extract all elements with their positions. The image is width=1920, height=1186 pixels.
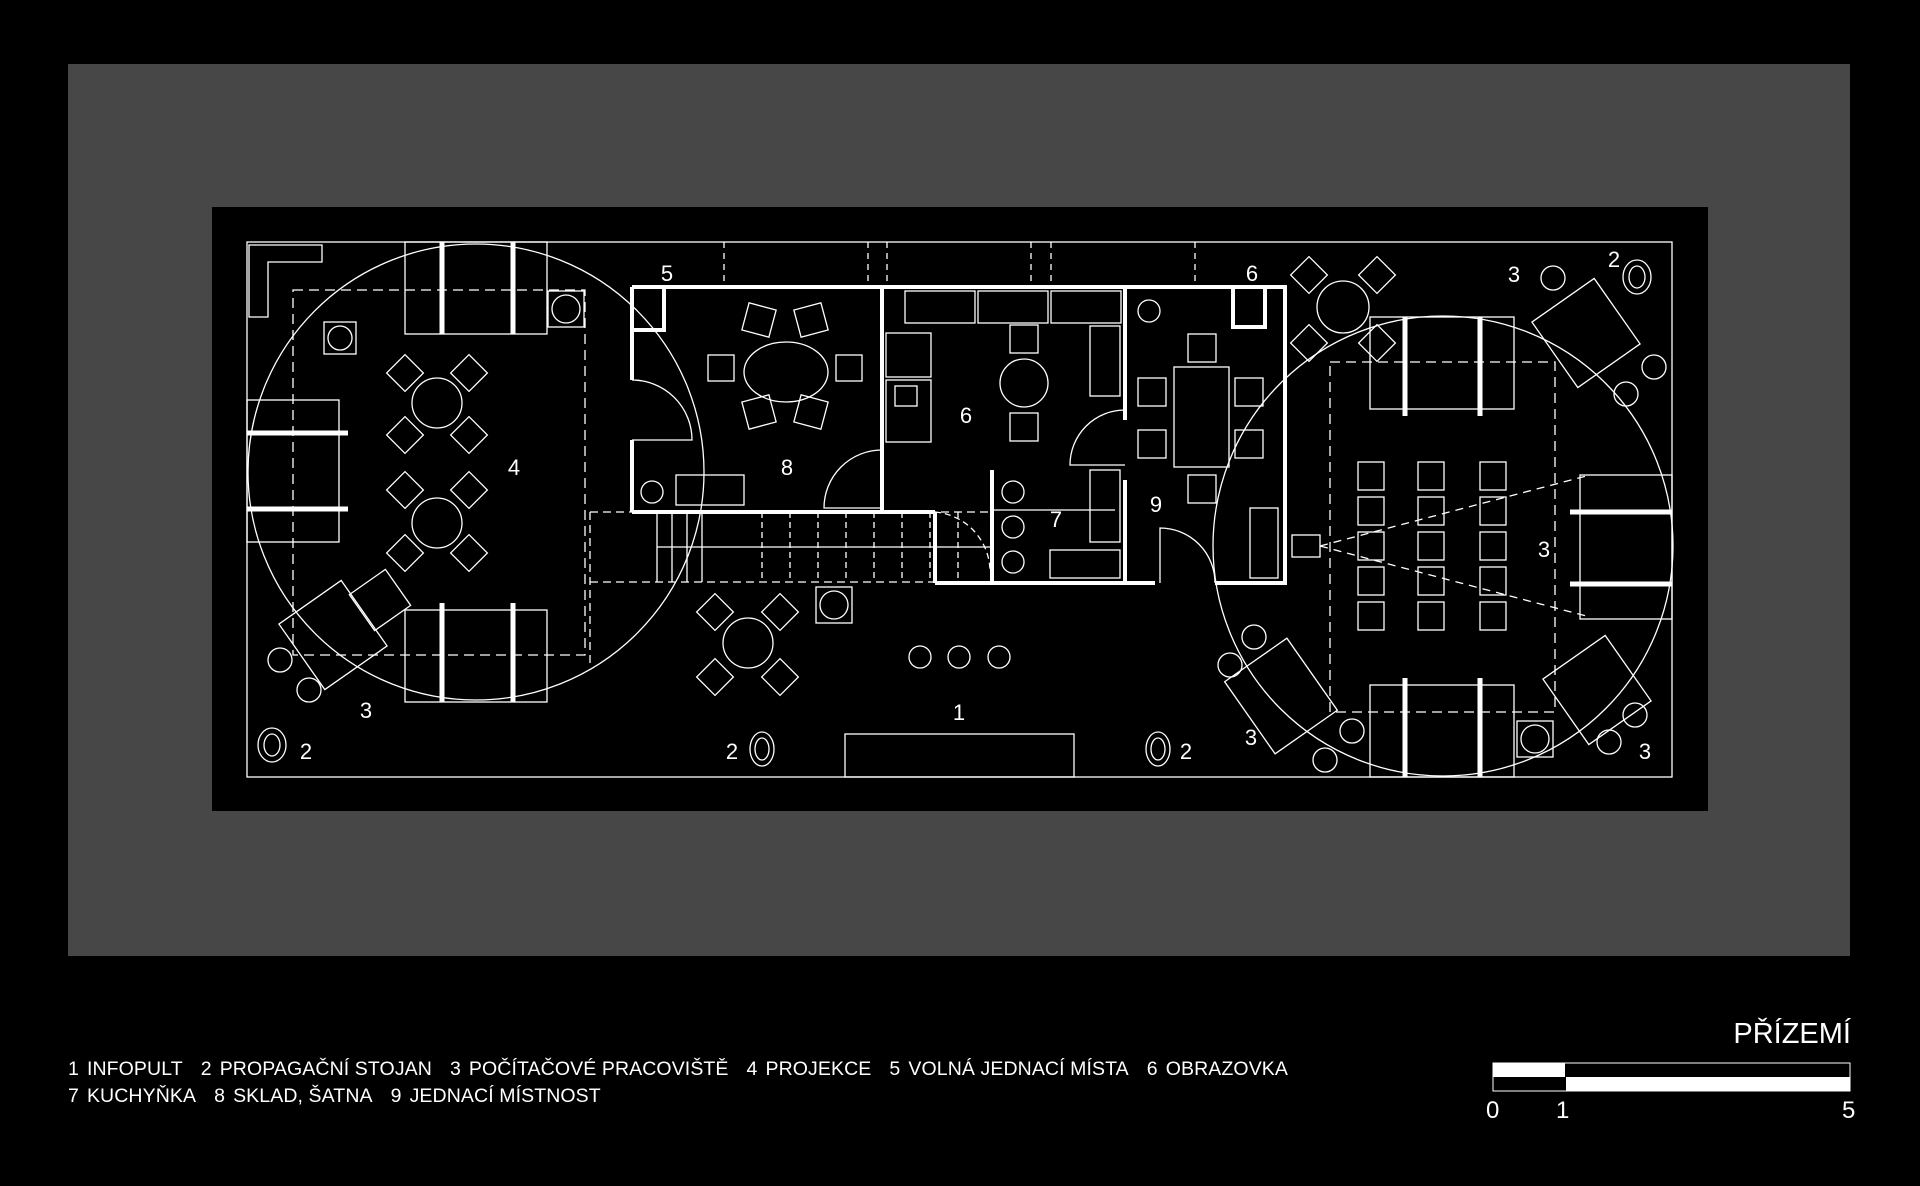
drawing-title: PŘÍZEMÍ xyxy=(1733,1018,1851,1050)
legend-number: 1 xyxy=(68,1058,79,1080)
scale-bar xyxy=(1492,1062,1851,1092)
legend-number: 7 xyxy=(68,1085,79,1107)
legend-line-1: 1 INFOPULT 2 PROPAGAČNÍ STOJAN 3 POČÍTAČOVÉ P… xyxy=(68,1058,1306,1081)
infopult-desk xyxy=(844,733,1075,778)
legend-item: 6 OBRAZOVKA xyxy=(1147,1058,1296,1080)
legend-label: VOLNÁ JEDNACÍ MÍSTA xyxy=(908,1058,1129,1080)
legend-number: 9 xyxy=(390,1085,402,1107)
projection-zone-circle-right xyxy=(1212,315,1674,777)
scale-label-1: 1 xyxy=(1556,1097,1570,1124)
room-label-2: 2 xyxy=(726,739,738,764)
legend-label: POČÍTAČOVÉ PRACOVIŠTĚ xyxy=(468,1058,729,1080)
room-label-3: 3 xyxy=(1538,537,1550,562)
legend-number: 5 xyxy=(889,1058,901,1080)
legend-number: 2 xyxy=(200,1058,212,1080)
legend-item: 8 SKLAD, ŠATNA xyxy=(214,1085,381,1107)
room-label-3: 3 xyxy=(1245,725,1257,750)
room-label-5: 5 xyxy=(661,261,673,286)
legend-number: 6 xyxy=(1146,1058,1158,1080)
legend-number: 8 xyxy=(214,1085,226,1107)
room-label-6: 6 xyxy=(1246,261,1258,286)
scale-label-5: 5 xyxy=(1842,1097,1856,1124)
room-label-2: 2 xyxy=(1608,247,1620,272)
legend-item: 3 POČÍTAČOVÉ PRACOVIŠTĚ xyxy=(450,1058,737,1080)
legend-label: PROPAGAČNÍ STOJAN xyxy=(219,1058,432,1080)
legend-item: 1 INFOPULT xyxy=(68,1058,191,1080)
legend-number: 4 xyxy=(746,1058,758,1080)
legend-number: 3 xyxy=(449,1058,461,1080)
legend-item: 9 JEDNACÍ MÍSTNOST xyxy=(391,1085,609,1107)
room-label-3: 3 xyxy=(360,698,372,723)
legend-label: PROJEKCE xyxy=(765,1058,872,1080)
legend-item: 7 KUCHYŇKA xyxy=(68,1085,204,1107)
room-label-6: 6 xyxy=(960,403,972,428)
room-label-8: 8 xyxy=(781,455,793,480)
legend-item: 5 VOLNÁ JEDNACÍ MÍSTA xyxy=(889,1058,1136,1080)
scale-label-0: 0 xyxy=(1486,1097,1500,1124)
legend-item: 2 PROPAGAČNÍ STOJAN xyxy=(201,1058,440,1080)
room-label-4: 4 xyxy=(508,455,520,480)
room-label-2: 2 xyxy=(1180,739,1192,764)
legend-label: JEDNACÍ MÍSTNOST xyxy=(409,1085,601,1107)
room-label-2: 2 xyxy=(300,739,312,764)
legend-label: OBRAZOVKA xyxy=(1165,1058,1289,1080)
legend-label: INFOPULT xyxy=(86,1058,183,1080)
legend-line-2: 7 KUCHYŇKA 8 SKLAD, ŠATNA 9 JEDNACÍ MÍSTNOST xyxy=(68,1085,619,1108)
room-label-7: 7 xyxy=(1050,507,1062,532)
meeting-zone-circle-left xyxy=(247,243,705,701)
legend-item: 4 PROJEKCE xyxy=(747,1058,880,1080)
room-label-1: 1 xyxy=(953,700,965,725)
room-label-3: 3 xyxy=(1508,262,1520,287)
room-label-9: 9 xyxy=(1150,492,1162,517)
room-label-3: 3 xyxy=(1639,739,1651,764)
legend-label: KUCHYŇKA xyxy=(86,1085,197,1107)
legend-label: SKLAD, ŠATNA xyxy=(233,1085,373,1107)
